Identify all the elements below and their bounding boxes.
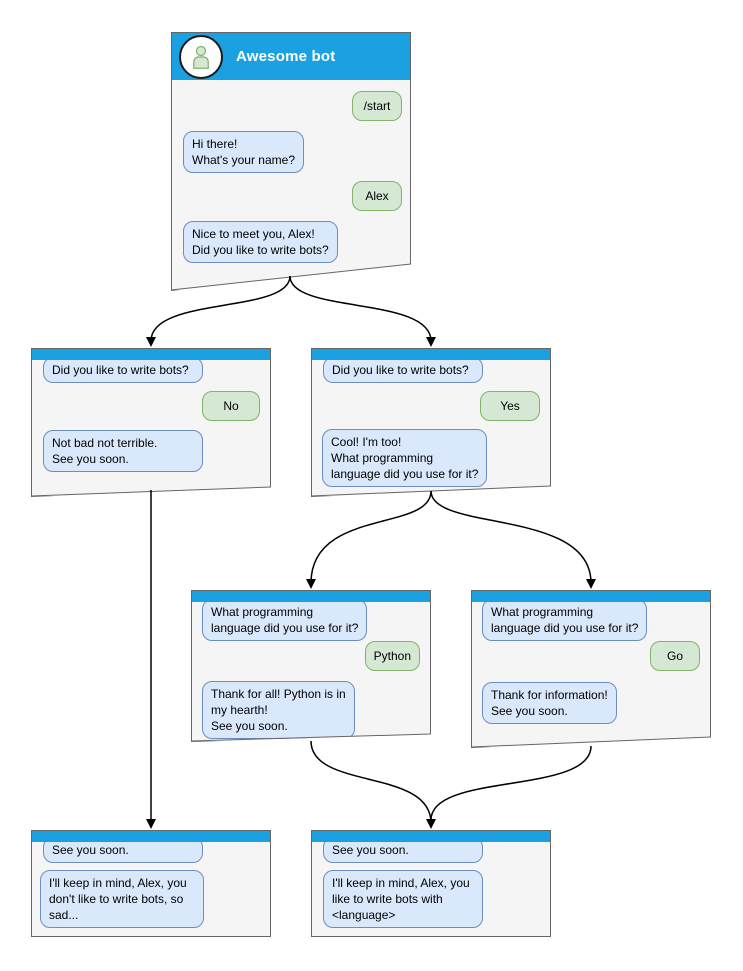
user-message-bubble: No <box>202 391 260 421</box>
window-header <box>312 831 550 842</box>
chat-window-end-yes: See you soon. I'll keep in mind, Alex, y… <box>311 830 551 937</box>
bot-message-bubble: I'll keep in mind, Alex, you don't like … <box>40 870 204 928</box>
window-header <box>192 591 430 602</box>
user-message-bubble: Alex <box>352 181 402 211</box>
connector-go-to-end-yes <box>430 745 592 821</box>
connector-python-to-end-yes <box>310 740 436 829</box>
bot-message-bubble: Did you like to write bots? <box>43 357 203 383</box>
window-header: Awesome bot <box>172 33 410 80</box>
bot-message-bubble: Did you like to write bots? <box>323 357 483 383</box>
user-message-bubble: Python <box>364 641 420 671</box>
window-header <box>32 349 270 360</box>
connector-yes-to-python <box>306 490 432 589</box>
bot-message-bubble: Thank for information! See you soon. <box>482 682 617 724</box>
window-header <box>312 349 550 360</box>
bot-message-bubble: I'll keep in mind, Alex, you like to wri… <box>323 870 483 928</box>
chat-window-branch-python: What programming language did you use fo… <box>191 590 431 742</box>
person-icon <box>193 45 209 69</box>
bot-message-bubble: Not bad not terrible. See you soon. <box>43 430 203 472</box>
bot-message-bubble: What programming language did you use fo… <box>202 599 368 641</box>
chat-window-branch-go: What programming language did you use fo… <box>471 590 711 748</box>
bot-message-bubble: Nice to meet you, Alex! Did you like to … <box>183 221 338 263</box>
user-message-bubble: Go <box>650 641 700 671</box>
chat-window-root: Awesome bot /start Hi there! What's your… <box>171 32 411 291</box>
bot-message-bubble: Hi there! What's your name? <box>183 131 305 173</box>
connector-yes-to-go <box>430 490 596 589</box>
window-title: Awesome bot <box>236 48 336 65</box>
avatar <box>179 34 223 79</box>
bot-message-bubble: Thank for all! Python is in my hearth! S… <box>202 681 355 739</box>
chat-window-branch-yes: Did you like to write bots? Yes Cool! I'… <box>311 348 551 497</box>
user-message-bubble: /start <box>352 91 402 121</box>
bot-message-bubble: What programming language did you use fo… <box>482 599 648 641</box>
chat-window-end-no: See you soon. I'll keep in mind, Alex, y… <box>31 830 271 937</box>
bot-message-bubble: Cool! I'm too! What programming language… <box>322 429 488 487</box>
window-header <box>472 591 710 602</box>
connector-root-to-yes <box>289 275 436 347</box>
chat-window-branch-no: Did you like to write bots? No Not bad n… <box>31 348 271 497</box>
window-header <box>32 831 270 842</box>
user-message-bubble: Yes <box>480 391 540 421</box>
